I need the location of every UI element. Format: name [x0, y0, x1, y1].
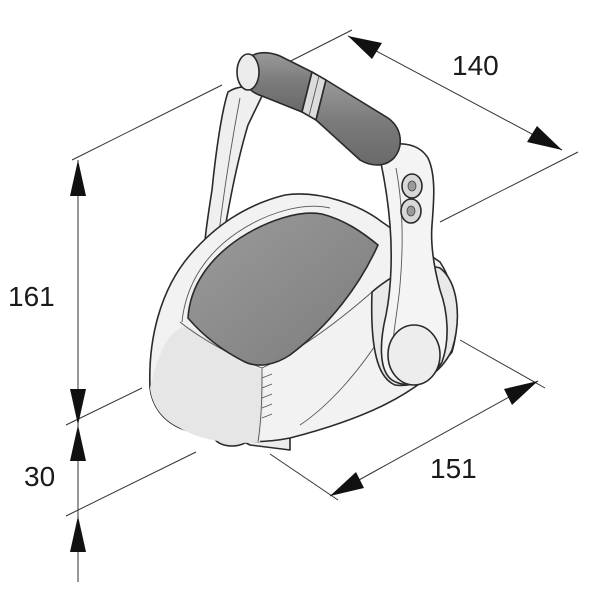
dimension-label-151: 151: [430, 453, 477, 484]
extension-line-140-right: [439, 151, 579, 223]
arm-button-upper-center: [407, 180, 417, 192]
housing-lower-seam: [257, 367, 263, 443]
grip-right: [315, 79, 401, 166]
arrowhead-140-bottom: [527, 126, 562, 150]
top-panel-rim: [181, 205, 331, 323]
dimension-label-161: 161: [8, 281, 55, 312]
dimension-161: 161: [8, 84, 223, 426]
extension-line-161-top: [71, 84, 223, 161]
lever-hub: [387, 324, 441, 386]
dimension-label-140: 140: [452, 50, 499, 81]
control-unit: [148, 51, 459, 451]
dimension-151: 151: [269, 339, 546, 501]
dimension-30: 30: [24, 425, 197, 582]
arrowhead-161-bottom: [70, 389, 86, 425]
arrowhead-161-top: [70, 160, 86, 196]
side-ribs: [261, 373, 273, 419]
housing-front-face: [150, 327, 264, 443]
arm-button-lower-center: [406, 205, 416, 217]
dimension-line-151: [329, 380, 539, 497]
arrowhead-30-top: [70, 425, 86, 461]
arrowhead-140-top: [348, 36, 382, 59]
extension-line-151-right: [459, 339, 546, 389]
arrowhead-151-left: [330, 472, 364, 496]
extension-line-151-left: [269, 453, 339, 501]
top-panel: [187, 212, 379, 366]
arrowhead-151-right: [504, 381, 538, 405]
dimension-label-30: 30: [24, 461, 55, 492]
grip-end-cap: [236, 53, 260, 91]
dimension-line-140: [347, 35, 563, 151]
grip-handle[interactable]: [236, 51, 401, 166]
arrowhead-30-bottom: [70, 516, 86, 552]
dimension-140: 140: [264, 29, 579, 223]
grip-collar-line: [308, 75, 320, 117]
lever-arm-left-edge: [217, 97, 241, 241]
extension-line-30-bottom: [65, 451, 197, 517]
